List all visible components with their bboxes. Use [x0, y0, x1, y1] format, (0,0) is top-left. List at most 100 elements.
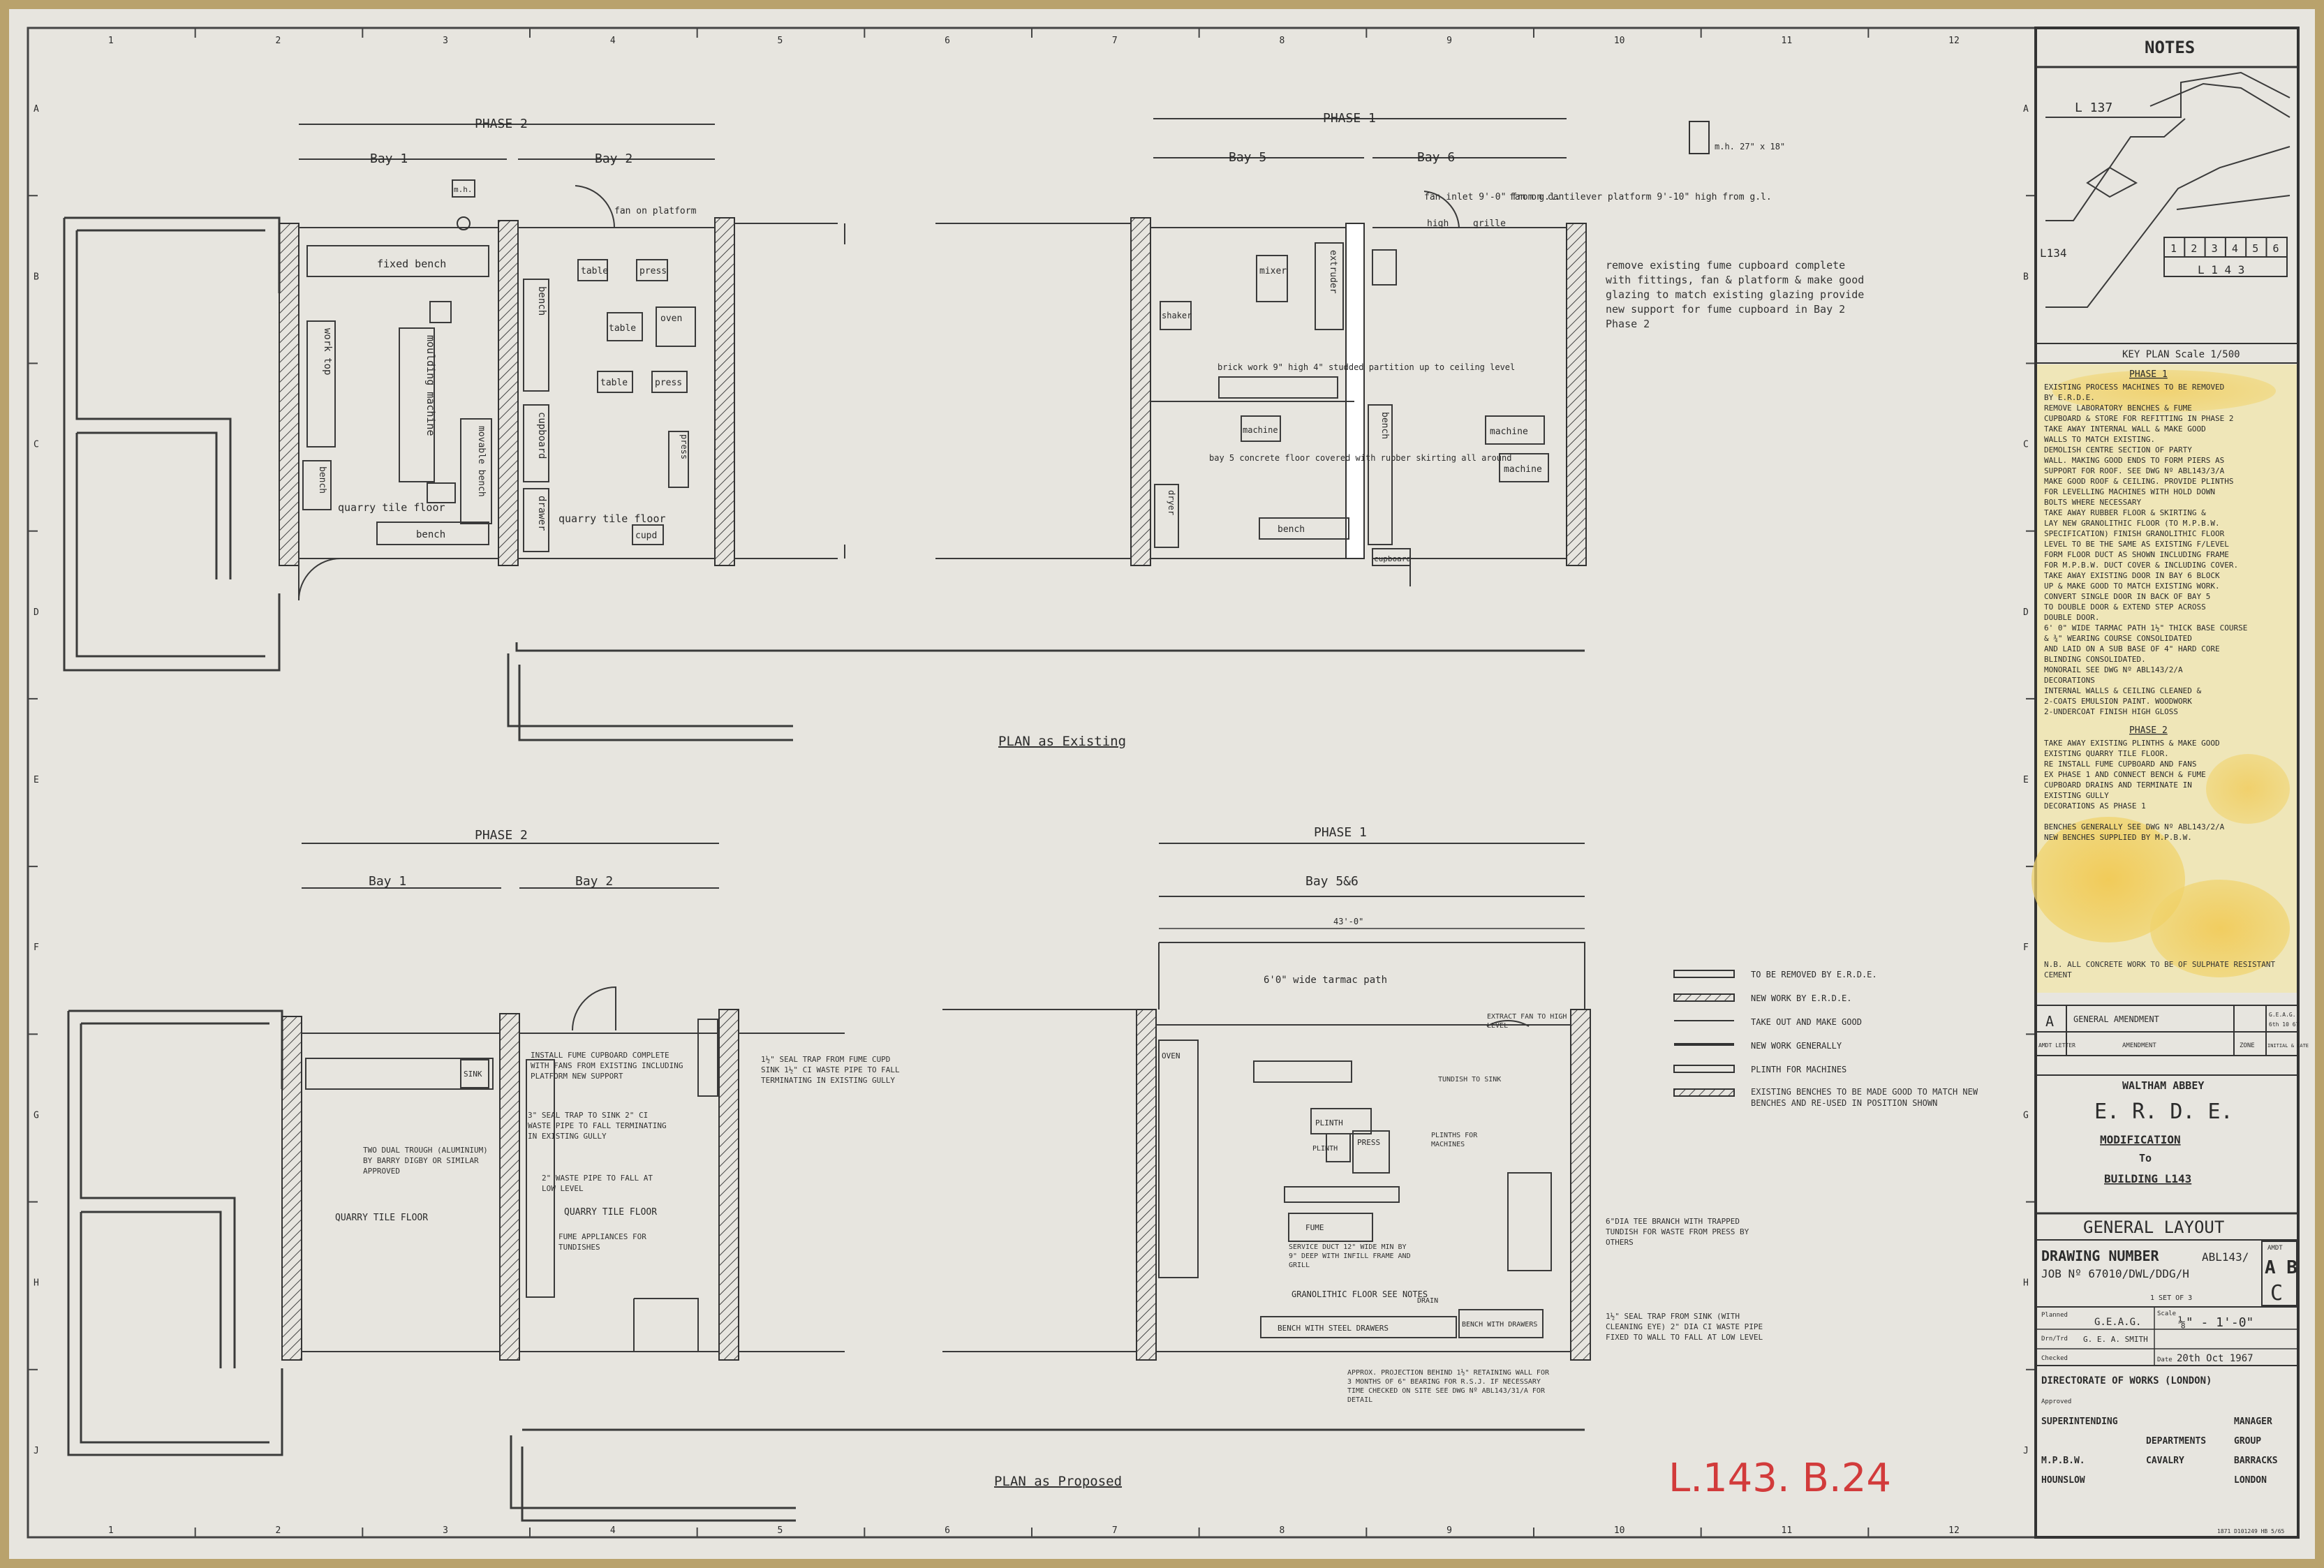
wall-bay6-right	[1566, 223, 1587, 566]
label-table-1: table	[581, 266, 608, 276]
grid-col-top-10: 10	[1614, 36, 1625, 46]
phase1-note-line-25: & ¾" WEARING COURSE CONSOLIDATED	[2044, 634, 2192, 643]
grid-col-bottom-1: 1	[108, 1525, 114, 1536]
phase1-note-line-9: SUPPORT FOR ROOF. SEE DWG Nº ABL143/3/A	[2044, 466, 2225, 475]
legend-item-4: NEW WORK GENERALLY	[1751, 1041, 1842, 1051]
wall-bay5-left	[1130, 217, 1151, 566]
label-drain: DRAIN	[1417, 1297, 1438, 1305]
grid-row-left-C: C	[34, 440, 39, 450]
grid-row-left-A: A	[34, 104, 39, 114]
directorate: DIRECTORATE OF WORKS (LONDON)	[2041, 1375, 2212, 1386]
label-high: high	[1427, 219, 1449, 229]
p-wall-bay1-bay2	[499, 1013, 520, 1361]
proposed-dim-top: 43'-0"	[1333, 917, 1363, 926]
sup-right-3: BARRACKS	[2234, 1456, 2278, 1466]
phase1-note-line-21: CONVERT SINGLE DOOR IN BACK OF BAY 5	[2044, 592, 2210, 601]
label-bench-bottom: bench	[416, 529, 445, 540]
label-fume-p: FUME	[1305, 1223, 1324, 1232]
proposed-phase1-label: PHASE 1	[1314, 825, 1367, 840]
label-quarry-2: QUARRY TILE FLOOR	[564, 1207, 657, 1218]
grid-row-left-B: B	[34, 272, 39, 282]
grid-row-right-G: G	[2023, 1110, 2029, 1120]
proposed-plan-title: PLAN as Proposed	[994, 1474, 1122, 1489]
legend-item-2: NEW WORK BY E.R.D.E.	[1751, 993, 1852, 1003]
label-granolithic: GRANOLITHIC FLOOR SEE NOTES	[1291, 1289, 1428, 1299]
amendment-letter: A	[2045, 1013, 2054, 1030]
sup-mid-2: DEPARTMENTS	[2146, 1436, 2206, 1447]
phase2-note-line-10: NEW BENCHES SUPPLIED BY M.P.B.W.	[2044, 833, 2192, 842]
grid-row-right-C: C	[2023, 440, 2029, 450]
legend-item-3: TAKE OUT AND MAKE GOOD	[1751, 1017, 1862, 1027]
label-fan-platform: fan on platform	[614, 206, 697, 216]
amendment-date: 6th 10 67	[2269, 1021, 2300, 1028]
proposed-bay-56: Bay 5&6	[1305, 874, 1359, 889]
amendment-header-initial: INITIAL & DATE	[2267, 1043, 2309, 1049]
sulphate-note: N.B. ALL CONCRETE WORK TO BE OF SULPHATE…	[2044, 960, 2276, 979]
label-bay-concrete: bay 5 concrete floor covered with rubber…	[1209, 453, 1511, 463]
grid-row-left-D: D	[34, 607, 39, 618]
key-plan-bay-3: 3	[2212, 242, 2218, 255]
proposed-bay-1: Bay 1	[369, 874, 406, 889]
grid-col-bottom-7: 7	[1112, 1525, 1118, 1536]
grid-row-left-E: E	[34, 775, 39, 785]
phase1-note-line-19: TAKE AWAY EXISTING DOOR IN BAY 6 BLOCK	[2044, 571, 2220, 580]
notes-heading: NOTES	[2145, 38, 2195, 57]
phase1-heading: PHASE 1	[2129, 369, 2168, 380]
phase1-note-line-28: MONORAIL SEE DWG Nº ABL143/2/A	[2044, 665, 2183, 674]
phase2-note-line-9: BENCHES GENERALLY SEE DWG Nº ABL143/2/A	[2044, 822, 2225, 831]
phase1-note-line-10: MAKE GOOD ROOF & CEILING. PROVIDE PLINTH…	[2044, 477, 2234, 486]
label-bench-steel: BENCH WITH STEEL DRAWERS	[1278, 1324, 1389, 1333]
existing-bay-5: Bay 5	[1229, 150, 1266, 165]
job-number: JOB Nº 67010/DWL/DDG/H	[2041, 1267, 2189, 1280]
existing-plan-title: PLAN as Existing	[998, 734, 1126, 749]
proposed-phase2-label: PHASE 2	[475, 828, 528, 843]
legend-item-5: PLINTH FOR MACHINES	[1751, 1065, 1846, 1074]
label-cupboard-6: cupboard	[1374, 554, 1411, 563]
label-movable-bench: movable bench	[476, 426, 487, 497]
sup-right-4: LONDON	[2234, 1475, 2267, 1486]
grid-col-bottom-10: 10	[1614, 1525, 1625, 1536]
amendment-header-letter: AMDT LETTER	[2038, 1042, 2075, 1049]
phase1-note-line-31: 2-COATS EMULSION PAINT. WOODWORK	[2044, 697, 2192, 706]
phase1-note-line-14: LAY NEW GRANOLITHIC FLOOR (TO M.P.B.W.	[2044, 519, 2220, 528]
label-extruder: extruder	[1328, 250, 1338, 294]
planned-by: G.E.A.G.	[2094, 1317, 2141, 1328]
label-oven: oven	[660, 313, 682, 324]
amdt-letters: A B	[2265, 1257, 2297, 1278]
grid-col-top-2: 2	[276, 36, 281, 46]
grid-row-right-D: D	[2023, 607, 2029, 618]
phase1-note-line-1: EXISTING PROCESS MACHINES TO BE REMOVED	[2044, 383, 2224, 392]
phase1-note-line-27: BLINDING CONSOLIDATED.	[2044, 655, 2146, 664]
set-of: 1 SET OF 3	[2150, 1294, 2192, 1302]
drawing-number: ABL143/	[2202, 1250, 2249, 1264]
grid-col-top-5: 5	[778, 36, 783, 46]
label-mh: m.h.	[454, 185, 473, 194]
key-plan-bay-4: 4	[2232, 242, 2238, 255]
phase2-notes: TAKE AWAY EXISTING PLINTHS & MAKE GOODEX…	[2044, 739, 2225, 842]
grid-row-right-J: J	[2023, 1446, 2029, 1456]
label-press-3: press	[679, 434, 689, 459]
p-wall-bay56-right	[1570, 1009, 1591, 1361]
grid-col-top-1: 1	[108, 36, 114, 46]
label-cupboard: cupboard	[536, 412, 547, 459]
key-plan-building: L 1 4 3	[2198, 263, 2244, 276]
label-quarry-floor-2: quarry tile floor	[558, 512, 666, 525]
legend-item-6: EXISTING BENCHES TO BE MADE GOOD TO MATC…	[1751, 1087, 1978, 1108]
phase1-note-line-4: CUPBOARD & STORE FOR REFITTING IN PHASE …	[2044, 414, 2234, 423]
label-mixer: mixer	[1259, 266, 1287, 276]
phase2-note-line-2: EXISTING QUARRY TILE FLOOR.	[2044, 749, 2169, 758]
label-plinth-1: PLINTH	[1315, 1118, 1343, 1127]
grid-col-top-9: 9	[1446, 36, 1452, 46]
grid-col-top-7: 7	[1112, 36, 1118, 46]
label-bench-vertical: bench	[536, 286, 547, 316]
subject-to: To	[2139, 1152, 2152, 1164]
grid-col-top-12: 12	[1948, 36, 1960, 46]
grid-row-left-G: G	[34, 1110, 39, 1120]
existing-plan: PHASE 2 Bay 1 Bay 2 PHASE 1 Bay 5 Bay 6	[63, 111, 1864, 749]
amendment-header-amendment: AMENDMENT	[2122, 1042, 2156, 1049]
phase1-note-line-24: 6' 0" WIDE TARMAC PATH 1½" THICK BASE CO…	[2044, 623, 2247, 633]
location: WALTHAM ABBEY	[2122, 1079, 2204, 1092]
